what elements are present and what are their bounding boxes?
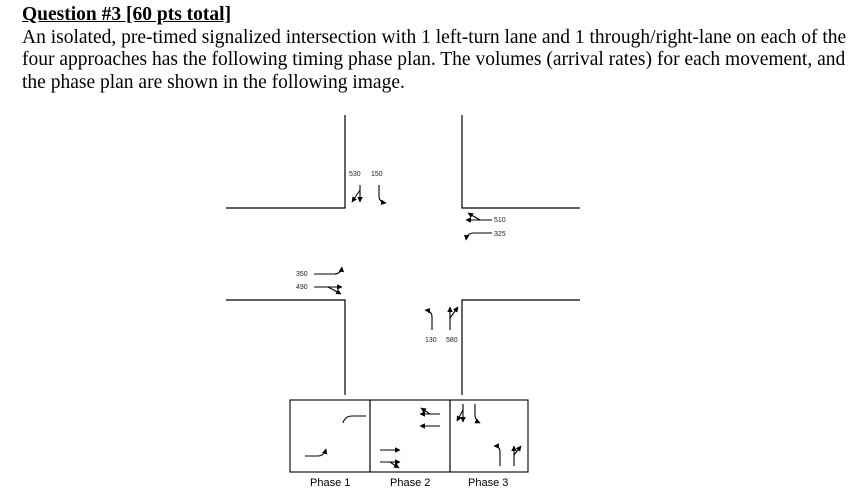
west-left-arrow <box>314 266 345 275</box>
phase-1-movements <box>305 415 366 457</box>
west-approach-arrows <box>314 266 345 295</box>
phase-2-label: Phase 2 <box>390 477 430 489</box>
west-through-right-volume: 490 <box>296 284 308 291</box>
east-approach-arrows <box>463 212 492 241</box>
question-body: An isolated, pre-timed signalized inters… <box>22 26 847 93</box>
north-right-arrow <box>351 189 361 203</box>
phase-diagram <box>289 399 529 473</box>
phase-2-box <box>369 399 451 473</box>
phase-2-westbound-right-arrow <box>420 407 431 415</box>
west-left-volume: 350 <box>296 271 308 278</box>
curb-northwest <box>226 115 346 209</box>
south-left-arrow <box>424 307 433 330</box>
curb-southeast <box>461 299 580 395</box>
phase-3-box <box>449 399 529 473</box>
phase-3-southbound-left-arrow <box>474 404 481 424</box>
south-right-arrow <box>449 306 459 319</box>
south-through-right-volume: 580 <box>446 337 458 344</box>
north-left-volume: 150 <box>371 171 383 178</box>
phase-1-label: Phase 1 <box>310 477 350 489</box>
east-left-arrow <box>463 232 492 241</box>
phase-3-northbound-left-arrow <box>493 443 501 466</box>
curb-northeast <box>461 115 580 209</box>
phase-2-eastbound-right-arrow <box>389 461 400 469</box>
east-right-arrow <box>467 212 481 221</box>
west-right-arrow <box>327 286 342 295</box>
north-approach-arrows <box>351 185 387 206</box>
phase-1-westbound-left-arrow <box>342 415 366 424</box>
north-left-arrow <box>378 185 387 206</box>
phase-3-northbound-right-arrow <box>513 445 522 456</box>
east-left-volume: 325 <box>494 231 506 238</box>
curb-southwest <box>226 299 346 395</box>
north-through-right-volume: 530 <box>349 171 361 178</box>
south-approach-arrows <box>424 306 459 330</box>
phase-2-movements <box>380 407 440 469</box>
question-title: Question #3 [60 pts total] <box>22 4 232 25</box>
phase-3-southbound-right-arrow <box>456 409 464 422</box>
phase-3-movements <box>456 404 522 466</box>
phase-1-box <box>289 399 371 473</box>
phase-3-label: Phase 3 <box>468 477 508 489</box>
east-through-right-volume: 510 <box>494 217 506 224</box>
phase-1-eastbound-left-arrow <box>305 448 328 457</box>
intersection-curbs <box>226 115 580 395</box>
south-left-volume: 130 <box>425 337 437 344</box>
question-block: Question #3 [60 pts total] An isolated, … <box>22 4 852 94</box>
